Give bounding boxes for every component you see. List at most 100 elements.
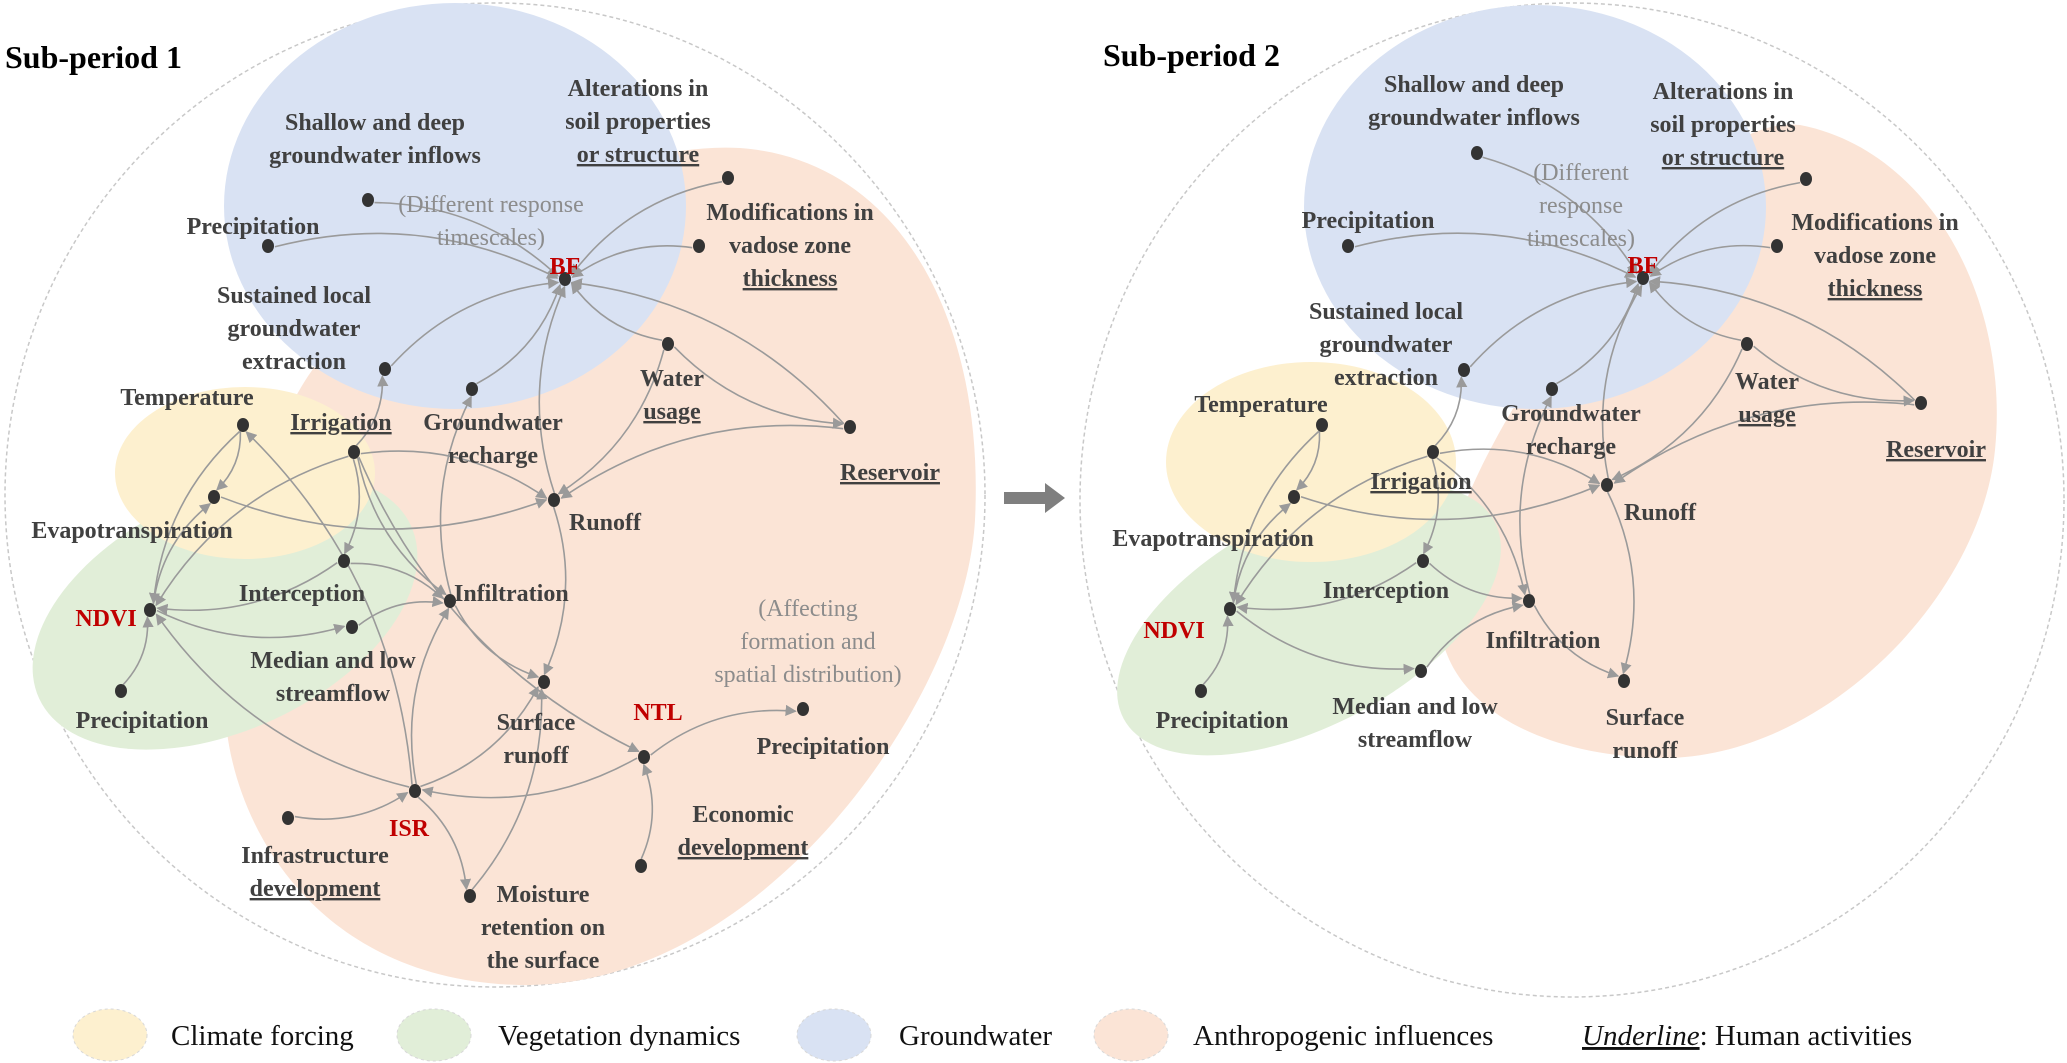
node-infiltration	[444, 594, 456, 608]
node-water_usage	[1741, 337, 1753, 351]
edge-interception-to-infiltration	[350, 562, 444, 600]
label-moisture: retention on	[481, 915, 605, 941]
label-alterations: Alterations in	[1653, 79, 1794, 105]
label-note-timescales: (Different response	[398, 192, 583, 218]
legend: Climate forcing Vegetation dynamics Grou…	[72, 1008, 1912, 1062]
label-shallow: groundwater inflows	[269, 143, 481, 169]
legend-underline-desc: : Human activities	[1700, 1020, 1913, 1052]
edge-modifications-to-bf	[571, 245, 693, 278]
legend-underline-note: Underline: Human activities	[1582, 1020, 1912, 1052]
node-evapo	[208, 490, 220, 504]
label-shallow: groundwater inflows	[1368, 105, 1580, 131]
node-modifications	[693, 239, 705, 253]
edge-isr-to-infiltration	[410, 607, 450, 785]
edge-modifications-to-bf	[1649, 244, 1771, 277]
edge-reservoir-to-bf	[570, 278, 845, 425]
node-sustained	[1458, 363, 1470, 377]
vegetation-region	[32, 474, 418, 750]
edge-isr-to-surface_runoff	[420, 685, 539, 788]
edge-irrigation-to-ntl	[358, 456, 640, 753]
sub-period-2-title: Sub-period 2	[1103, 37, 1280, 73]
node-temperature	[1316, 418, 1328, 432]
edge-shallow-to-bf	[374, 201, 559, 277]
label-evapo: Evapotranspiration	[1112, 526, 1313, 552]
label-alterations: soil properties	[565, 109, 711, 135]
edge-precip_top-to-bf	[1354, 232, 1637, 278]
edge-reservoir-to-bf	[1648, 276, 1916, 401]
label-runoff: Runoff	[1624, 500, 1697, 526]
label-gw-recharge: recharge	[1526, 434, 1617, 460]
label-note-timescales: response	[1539, 193, 1623, 219]
label-water-usage: usage	[643, 399, 701, 425]
label-ndvi: NDVI	[75, 606, 136, 632]
node-irrigation	[1427, 445, 1439, 459]
edge-irrigation-to-runoff	[1439, 448, 1601, 485]
node-alterations	[722, 171, 734, 185]
label-water-usage: usage	[1738, 402, 1796, 428]
node-bf	[559, 272, 571, 286]
sub-period-1-title: Sub-period 1	[5, 39, 182, 75]
node-interception	[338, 554, 350, 568]
label-irrigation: Irrigation	[1370, 469, 1471, 495]
climate-region	[115, 387, 375, 559]
label-surface-runoff: Surface	[1606, 705, 1685, 731]
label-runoff: Runoff	[569, 510, 642, 536]
label-modifications: Modifications in	[1791, 210, 1958, 236]
label-gw-recharge: recharge	[448, 443, 539, 469]
label-surface-runoff: runoff	[1612, 738, 1678, 764]
edge-ndvi-to-median	[1236, 610, 1415, 675]
edge-interception-to-ndvi	[156, 562, 338, 615]
edge-precip_ndvi-to-ndvi	[1202, 615, 1234, 685]
node-modifications	[1771, 239, 1783, 253]
label-median: streamflow	[276, 681, 391, 707]
right-arrow-icon	[1004, 483, 1065, 513]
label-precip-right: Precipitation	[757, 734, 890, 760]
label-precip-top: Precipitation	[187, 214, 320, 240]
node-moisture	[464, 889, 476, 903]
sub-period-1-panel: Sub-period 1 Shallow and deep groundwater…	[4, 2, 986, 988]
node-ndvi	[144, 603, 156, 617]
node-sustained	[379, 362, 391, 376]
edge-isr-to-ndvi	[155, 613, 410, 788]
label-alterations: Alterations in	[568, 76, 709, 102]
label-sustained: extraction	[242, 349, 346, 375]
legend-vegetation-label: Vegetation dynamics	[498, 1020, 740, 1052]
label-gw-recharge: Groundwater	[423, 410, 563, 436]
label-reservoir: Reservoir	[1886, 437, 1986, 463]
legend-anthropogenic-label: Anthropogenic influences	[1193, 1020, 1493, 1052]
node-shallow	[362, 193, 374, 207]
node-median	[346, 620, 358, 634]
label-sustained: groundwater	[228, 316, 361, 342]
edge-median-to-infiltration	[358, 596, 444, 626]
label-sustained: Sustained local	[217, 283, 371, 309]
edge-runoff-to-surface_runoff	[543, 506, 567, 676]
node-precip_ndvi	[115, 684, 127, 698]
label-median: Median and low	[250, 648, 416, 674]
label-bf: BF	[550, 254, 581, 280]
label-modifications: thickness	[743, 266, 838, 292]
edge-shallow-to-bf	[1482, 156, 1638, 275]
climate-region	[1166, 362, 1456, 562]
edge-isr-to-moisture	[417, 796, 472, 891]
node-median	[1415, 664, 1427, 678]
label-water-usage: Water	[1735, 369, 1799, 395]
legend-climate-label: Climate forcing	[171, 1020, 354, 1052]
label-infrastructure: development	[250, 876, 381, 902]
label-modifications: Modifications in	[706, 200, 873, 226]
label-shallow: Shallow and deep	[285, 110, 465, 136]
label-sustained: extraction	[1334, 365, 1438, 391]
edge-infiltration-to-gw_recharge	[1519, 395, 1552, 595]
edge-infrastructure-to-isr	[294, 791, 409, 820]
groundwater-region	[1304, 5, 1766, 409]
vegetation-region	[1117, 484, 1501, 756]
label-precip-ndvi: Precipitation	[76, 708, 209, 734]
edge-reservoir-to-runoff	[1613, 401, 1915, 484]
label-isr: ISR	[389, 816, 430, 842]
edge-gw_recharge-to-bf	[476, 283, 563, 385]
edge-irrigation-to-infiltration	[1436, 457, 1529, 596]
edge-irrigation-to-interception	[343, 458, 361, 555]
legend-swatch-climate	[72, 1008, 148, 1062]
edge-interception-to-infiltration	[1429, 562, 1523, 605]
node-infiltration	[1523, 594, 1535, 608]
